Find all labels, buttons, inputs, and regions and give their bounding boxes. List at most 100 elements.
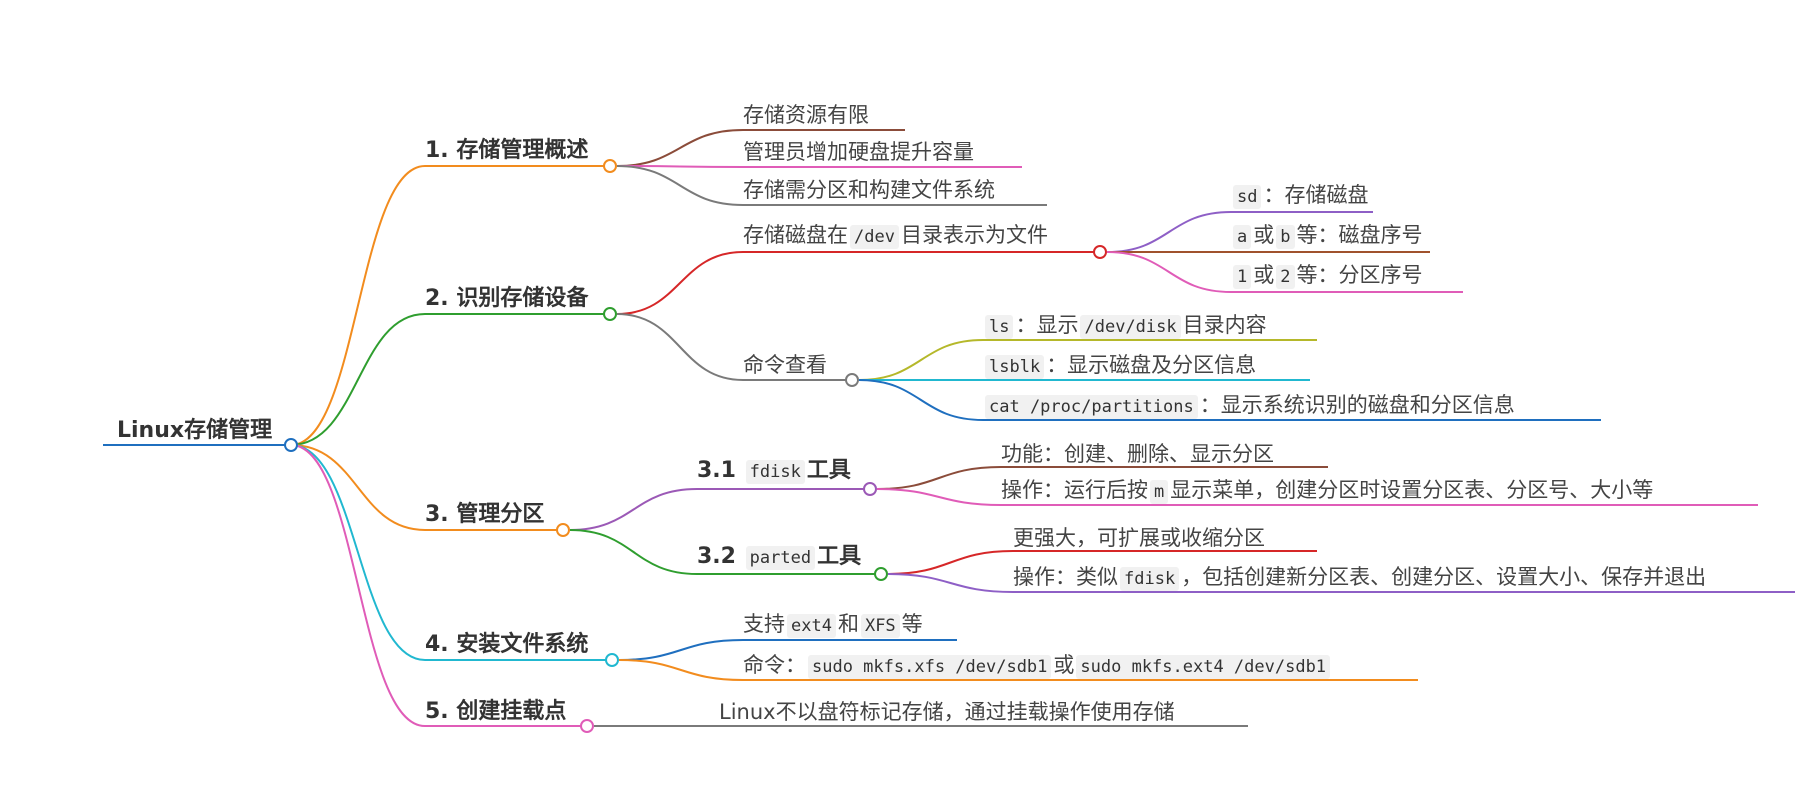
edge-b2-cmd bbox=[616, 313, 852, 381]
edge-root-b4 bbox=[290, 444, 612, 661]
text-part: 等：分区序号 bbox=[1296, 263, 1423, 287]
text-part: 或 bbox=[1053, 653, 1075, 677]
text-part: 3.2 bbox=[697, 544, 736, 569]
branch-2-dot[interactable] bbox=[603, 307, 617, 321]
edge-root-b5 bbox=[290, 444, 587, 727]
text-part: Linux不以盘符标记存储，通过挂载操作使用存储 bbox=[719, 700, 1175, 724]
leaf-admin-add-disk[interactable]: 管理员增加硬盘提升容量 bbox=[743, 137, 974, 167]
edge-fdisk-func bbox=[876, 466, 1328, 490]
edge-cmd-cat bbox=[858, 379, 1601, 421]
branch-2-title[interactable]: 2. 识别存储设备 bbox=[425, 284, 588, 314]
text-part: 更强大，可扩展或收缩分区 bbox=[1013, 526, 1265, 550]
leaf-parted-stronger[interactable]: 更强大，可扩展或收缩分区 bbox=[1013, 523, 1265, 553]
dev-files-dot[interactable] bbox=[1093, 245, 1107, 259]
leaf-partition-fs[interactable]: 存储需分区和构建文件系统 bbox=[743, 175, 995, 205]
code-a: a bbox=[1233, 225, 1252, 249]
edge-dev-sd bbox=[1106, 211, 1373, 253]
text-part: 命令查看 bbox=[743, 353, 827, 377]
branch-label: 2. 识别存储设备 bbox=[425, 286, 589, 311]
leaf-lsblk[interactable]: lsblk：显示磁盘及分区信息 bbox=[983, 350, 1256, 380]
branch-label: 4. 安装文件系统 bbox=[425, 632, 589, 657]
leaf-text: 存储资源有限 bbox=[743, 103, 869, 127]
code-lsblk: lsblk bbox=[985, 355, 1045, 379]
leaf-fdisk-function[interactable]: 功能：创建、删除、显示分区 bbox=[1001, 439, 1274, 469]
text-part: 和 bbox=[837, 612, 859, 636]
branch-label: 3. 管理分区 bbox=[425, 502, 545, 527]
text-part: 存储磁盘在 bbox=[743, 223, 848, 247]
leaf-cat-partitions[interactable]: cat /proc/partitions：显示系统识别的磁盘和分区信息 bbox=[983, 390, 1515, 420]
branch-4-title[interactable]: 4. 安装文件系统 bbox=[425, 630, 588, 660]
branch-3-dot[interactable] bbox=[556, 523, 570, 537]
code-dev: /dev bbox=[850, 225, 899, 249]
leaf-storage-limited[interactable]: 存储资源有限 bbox=[743, 100, 869, 130]
code-mkfs-xfs: sudo mkfs.xfs /dev/sdb1 bbox=[808, 655, 1052, 679]
text-part: 目录表示为文件 bbox=[900, 223, 1048, 247]
code-1: 1 bbox=[1233, 265, 1252, 289]
text-part: 操作：运行后按 bbox=[1001, 478, 1148, 502]
branch-5-title[interactable]: 5. 创建挂载点 bbox=[425, 697, 566, 727]
edge-cmd-ls bbox=[858, 339, 1317, 381]
edge-fdisk-op bbox=[876, 488, 1758, 506]
text-part: 功能：创建、删除、显示分区 bbox=[1001, 442, 1274, 466]
edge-root-b1 bbox=[290, 165, 610, 446]
text-part: 操作：类似 bbox=[1013, 565, 1118, 589]
branch-1-dot[interactable] bbox=[603, 159, 617, 173]
text-part: ：存储磁盘 bbox=[1263, 183, 1369, 207]
leaf-sd[interactable]: sd：存储磁盘 bbox=[1231, 180, 1368, 210]
branch-5-dot[interactable] bbox=[580, 719, 594, 733]
edge-parted-strong bbox=[887, 550, 1317, 575]
branch-1-title[interactable]: 1. 存储管理概述 bbox=[425, 136, 588, 166]
leaf-mount[interactable]: Linux不以盘符标记存储，通过挂载操作使用存储 bbox=[719, 697, 1175, 727]
edge-b1-leaf1 bbox=[616, 129, 905, 167]
code-sd: sd bbox=[1233, 185, 1262, 209]
text-part: 工具 bbox=[817, 544, 862, 569]
code-ext4: ext4 bbox=[787, 614, 836, 638]
edge-b2-dev bbox=[616, 251, 1100, 315]
edge-b4-cmd bbox=[618, 659, 1418, 681]
edge-dev-12 bbox=[1106, 251, 1463, 293]
edge-b1-leaf3 bbox=[616, 165, 1047, 206]
node-command-view[interactable]: 命令查看 bbox=[743, 350, 827, 380]
code-parted: parted bbox=[745, 546, 816, 570]
text-part: 3.1 bbox=[697, 458, 736, 483]
text-part: 或 bbox=[1253, 223, 1275, 247]
text-part: ，包括创建新分区表、创建分区、设置大小、保存并退出 bbox=[1181, 565, 1707, 589]
branch-4-dot[interactable] bbox=[605, 653, 619, 667]
code-b: b bbox=[1276, 225, 1295, 249]
root-node[interactable]: Linux存储管理 bbox=[117, 416, 272, 446]
code-fdisk: fdisk bbox=[745, 460, 805, 484]
fdisk-dot[interactable] bbox=[863, 482, 877, 496]
text-part: 工具 bbox=[806, 458, 851, 483]
text-part: 或 bbox=[1253, 263, 1275, 287]
code-m: m bbox=[1150, 480, 1169, 504]
text-part: 显示菜单，创建分区时设置分区表、分区号、大小等 bbox=[1170, 478, 1654, 502]
branch-label: 1. 存储管理概述 bbox=[425, 138, 589, 163]
text-part: 等 bbox=[901, 612, 923, 636]
edge-root-b2 bbox=[290, 313, 610, 446]
text-part: ：显示磁盘及分区信息 bbox=[1046, 353, 1257, 377]
text-part: ：显示系统识别的磁盘和分区信息 bbox=[1199, 393, 1515, 417]
command-view-dot[interactable] bbox=[845, 373, 859, 387]
edge-parted-op bbox=[887, 573, 1795, 593]
leaf-text: 管理员增加硬盘提升容量 bbox=[743, 140, 974, 164]
root-dot[interactable] bbox=[284, 438, 298, 452]
text-part: ：显示 bbox=[1015, 313, 1079, 337]
parted-dot[interactable] bbox=[874, 567, 888, 581]
code-cat-partitions: cat /proc/partitions bbox=[985, 395, 1198, 419]
edge-b3-fdisk bbox=[569, 488, 870, 531]
edge-b1-leaf2 bbox=[616, 165, 1022, 168]
text-part: 目录内容 bbox=[1182, 313, 1267, 337]
code-mkfs-ext4: sudo mkfs.ext4 /dev/sdb1 bbox=[1076, 655, 1331, 679]
branch-3-title[interactable]: 3. 管理分区 bbox=[425, 500, 544, 530]
